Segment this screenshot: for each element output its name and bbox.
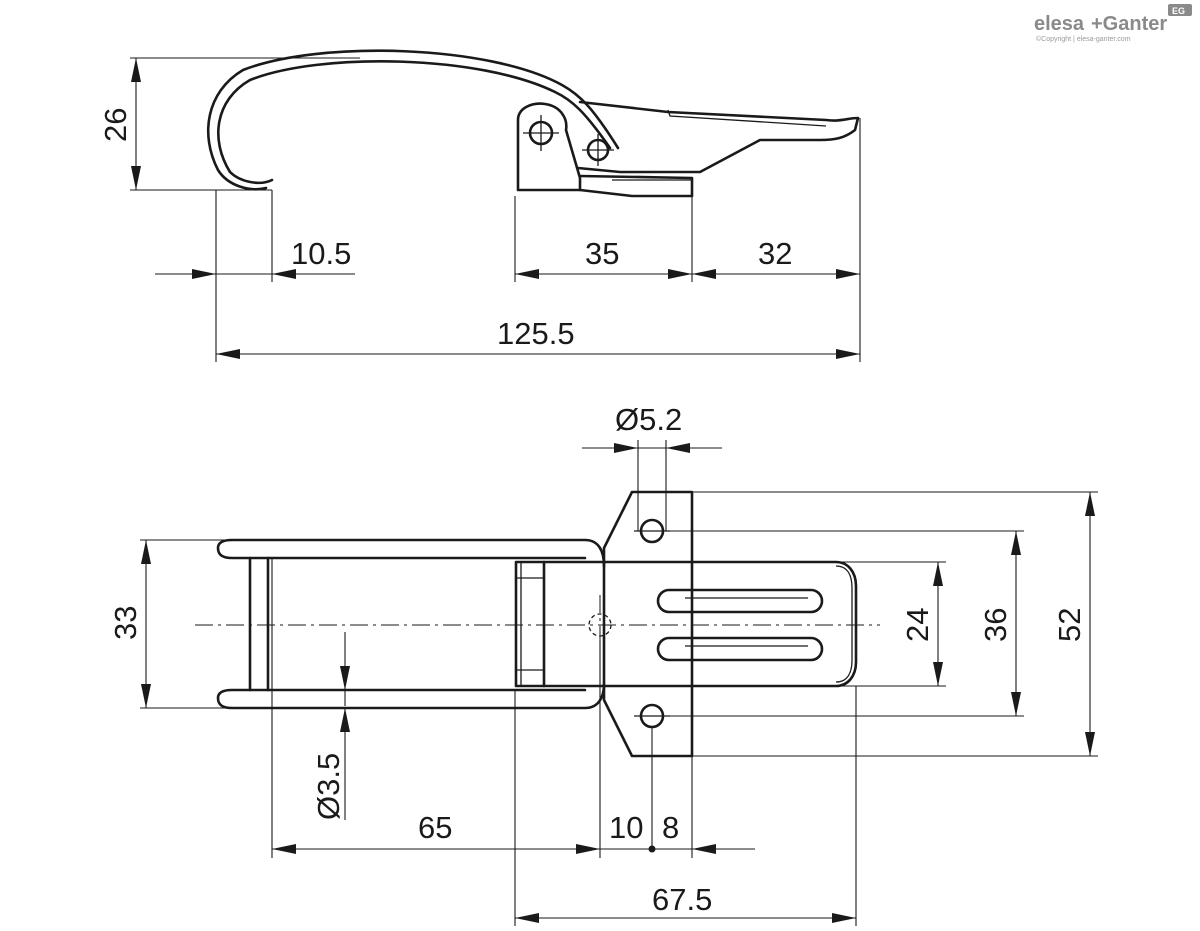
brand-logo: elesa +Ganter ©Copyright | elesa-ganter.…	[1034, 4, 1192, 43]
slot-lower	[656, 636, 824, 662]
dim-hole-spacing: 36	[978, 608, 1013, 642]
brand-badge-text: EG	[1172, 6, 1185, 16]
dim-base-width: 52	[1052, 608, 1087, 642]
dim-junction-dot	[648, 845, 656, 853]
dim-slot-span: 24	[900, 608, 935, 642]
dim-base-to-end: 67.5	[652, 882, 712, 917]
pivot-bracket	[514, 560, 546, 688]
hook-arm	[206, 49, 620, 191]
brand-copyright: ©Copyright | elesa-ganter.com	[1036, 35, 1131, 43]
striker-plate	[578, 174, 694, 198]
dim-overall-width: 33	[108, 606, 143, 640]
dim-overall-length: 125.5	[497, 316, 575, 351]
dim-height: 26	[98, 108, 133, 142]
top-view: 33 24 36 52 Ø5.2 Ø3.5	[108, 402, 1098, 926]
dim-base-length: 35	[585, 236, 619, 271]
dim-pivot-to-hole: 10	[609, 810, 643, 845]
dim-hook-offset: 10.5	[291, 236, 351, 271]
brand-badge-icon	[1168, 4, 1192, 16]
dim-pin-dia: Ø3.5	[311, 753, 346, 820]
brand-name-part1: elesa	[1034, 13, 1085, 35]
dim-hook-to-pivot: 65	[418, 810, 452, 845]
base-bracket	[516, 102, 582, 192]
slot-upper	[656, 588, 824, 614]
brand-name-part2: +Ganter	[1091, 13, 1167, 35]
side-view: 26 10.5 35 32 125.5	[98, 49, 861, 362]
lever-body	[542, 560, 858, 688]
dim-lever-extension: 32	[758, 236, 792, 271]
hook-frame	[216, 538, 606, 710]
lever	[576, 100, 860, 174]
dim-slot-hole-dia: Ø5.2	[615, 402, 682, 437]
dim-hole-to-edge: 8	[662, 810, 679, 845]
